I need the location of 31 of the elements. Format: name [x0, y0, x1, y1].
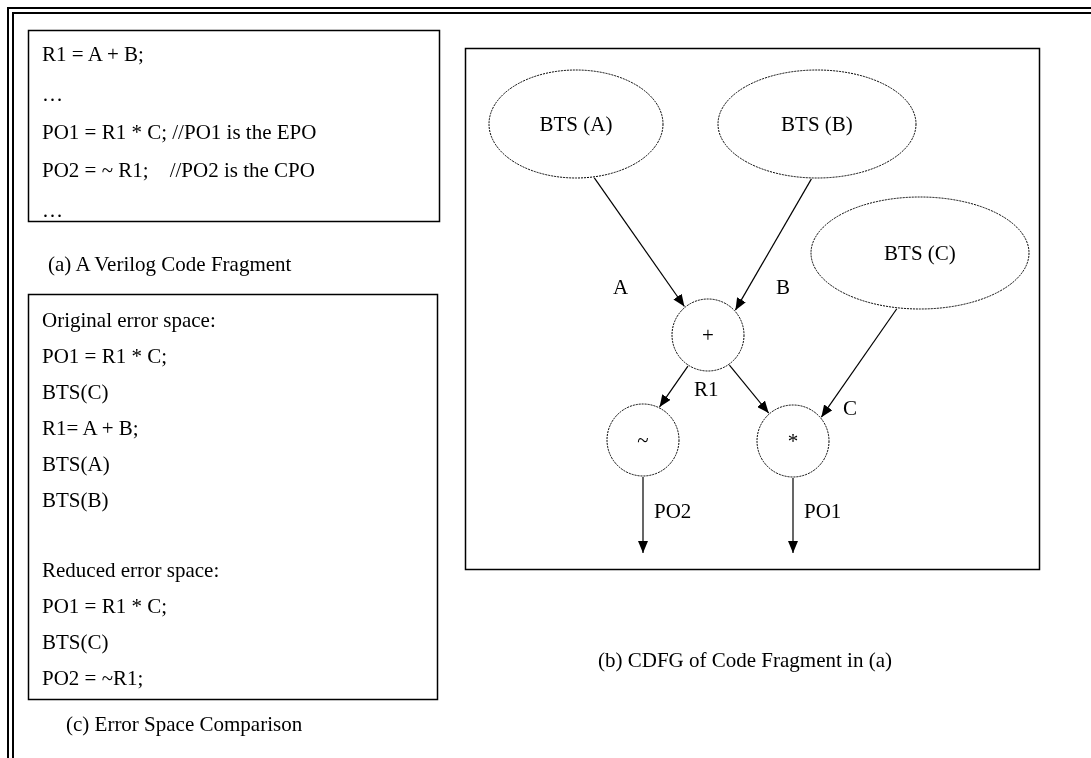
- code-line: …: [42, 82, 63, 106]
- code-line: Reduced error space:: [42, 558, 220, 582]
- node-label: BTS (A): [538, 111, 614, 137]
- code-line: R1 = A + B;: [42, 42, 144, 66]
- code-line: BTS(C): [42, 380, 109, 404]
- code-line: BTS(C): [42, 630, 109, 654]
- operator-symbol: +: [701, 322, 715, 348]
- code-line: PO2 = ~ R1; //PO2 is the CPO: [42, 158, 315, 182]
- code-line: PO1 = R1 * C;: [42, 344, 168, 368]
- arrow: [788, 477, 798, 554]
- arrow: [820, 308, 898, 418]
- figure-caption: (c) Error Space Comparison: [66, 712, 303, 737]
- arrow: [728, 364, 770, 414]
- arrow: [734, 178, 813, 311]
- code-line: PO1 = R1 * C; //PO1 is the EPO: [42, 120, 317, 144]
- operator-symbol: ~: [636, 427, 650, 453]
- code-line: PO2 = ~R1;: [42, 666, 144, 690]
- code-line: BTS(A): [42, 452, 110, 476]
- arrow: [593, 177, 685, 308]
- code-line: R1= A + B;: [42, 416, 139, 440]
- code-line: …: [42, 198, 63, 222]
- code-line: BTS(B): [42, 488, 109, 512]
- arrow: [658, 365, 689, 408]
- figure-caption: (b) CDFG of Code Fragment in (a): [598, 648, 892, 673]
- code-line: Original error space:: [42, 308, 216, 332]
- figure-caption: (a) A Verilog Code Fragment: [48, 252, 292, 277]
- operator-symbol: *: [786, 428, 800, 454]
- code-line: PO1 = R1 * C;: [42, 594, 168, 618]
- node-label: BTS (C): [883, 240, 957, 266]
- node-label: BTS (B): [780, 111, 854, 137]
- arrow: [638, 476, 648, 554]
